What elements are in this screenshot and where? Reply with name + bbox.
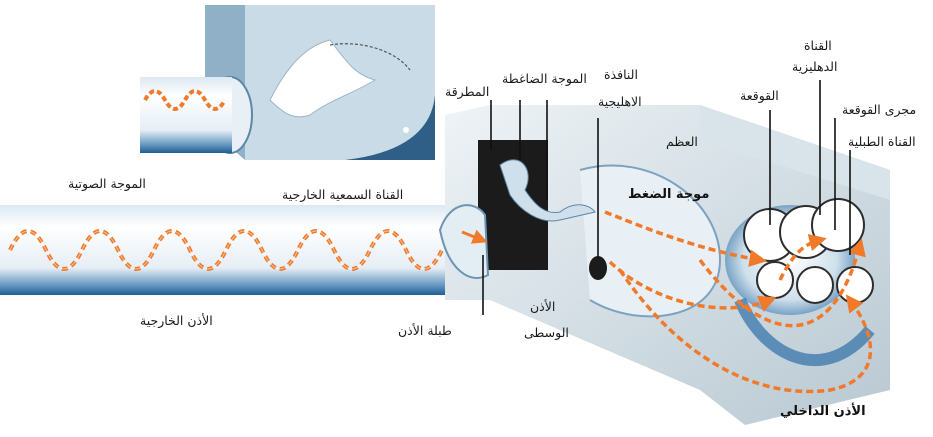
label-middle-ear-line1: الأذن xyxy=(530,298,555,315)
label-middle-ear-line2: الوسطى xyxy=(524,324,569,341)
inset-illustration xyxy=(140,5,435,160)
label-vestibular-canal-line2: الدهليزية xyxy=(792,58,837,75)
label-outer-ear: الأذن الخارجية xyxy=(140,312,213,329)
label-oval-window-line1: النافذة xyxy=(604,66,638,83)
label-inner-ear: الأذن الداخلي xyxy=(780,403,866,420)
ear-canal-tube xyxy=(0,205,490,295)
label-tympanic-canal: القناة الطبلية xyxy=(848,133,916,150)
label-eardrum: طبلة الأذن xyxy=(398,322,452,339)
label-oval-window-line2: الاهليجية xyxy=(598,93,642,110)
label-pressure-wave: موجة الضغط xyxy=(628,186,709,203)
label-hammer: المطرقة xyxy=(445,83,489,100)
label-cochlea: القوقعة xyxy=(740,87,779,104)
label-pressure-wave-top: الموجة الضاغطة xyxy=(502,70,587,87)
label-sound-wave: الموجة الصوتية xyxy=(68,175,146,192)
label-ear-canal: القناة السمعية الخارجية xyxy=(282,186,403,203)
label-bone: العظم xyxy=(666,133,698,150)
label-vestibular-canal-line1: القناة xyxy=(804,37,832,54)
label-cochlear-duct: مجرى القوقعة xyxy=(842,101,916,118)
